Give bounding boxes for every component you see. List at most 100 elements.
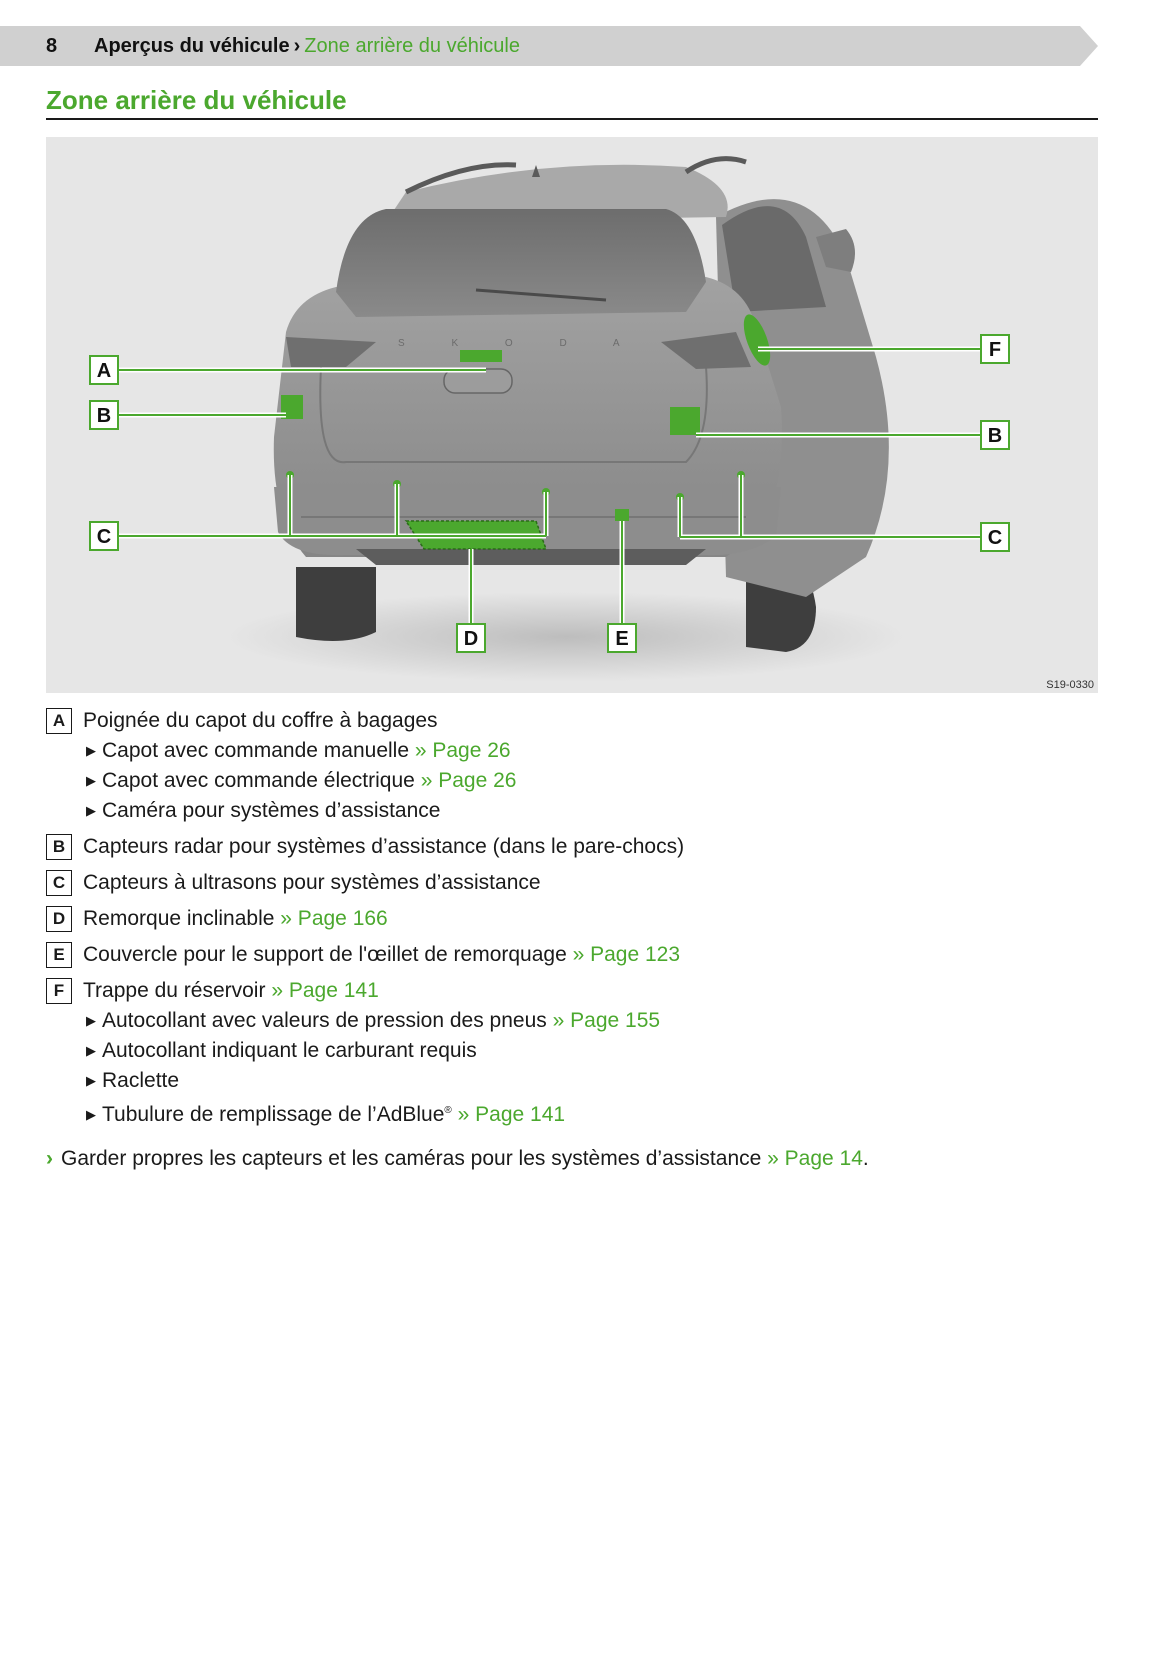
- list-item: ▶ Raclette: [86, 1066, 1098, 1096]
- callout-box: [89, 355, 119, 385]
- breadcrumb-current[interactable]: Zone arrière du véhicule: [304, 35, 520, 57]
- sub-item-text: Autocollant indiquant le carburant requi…: [102, 1039, 477, 1062]
- letter-box: B: [46, 834, 72, 860]
- towing-eye-cover-highlight: [615, 509, 629, 521]
- sub-item-text: Capot avec commande manuelle: [102, 739, 410, 762]
- callout-box: [980, 420, 1010, 450]
- license-plate-recess: [443, 368, 513, 394]
- breadcrumb-separator: ›: [293, 35, 301, 57]
- chevron-right-icon: ›: [46, 1147, 53, 1170]
- roof-rail-left: [404, 162, 517, 195]
- page-number: 8: [46, 35, 58, 57]
- legend-entry-e: E Couvercle pour le support de l'œillet …: [46, 940, 1098, 970]
- radar-left-highlight: [281, 395, 303, 419]
- leader-lines: [118, 348, 981, 624]
- legend-entry-f: F Trappe du réservoir » Page 141 ▶Autoco…: [46, 976, 1098, 1126]
- left-wheel: [296, 567, 376, 641]
- callout-label-e: E: [615, 628, 628, 650]
- rear-diffuser: [356, 549, 706, 565]
- letter-box: F: [46, 978, 72, 1004]
- callout-label-c-left: C: [97, 526, 111, 548]
- sub-item-text: Raclette: [102, 1069, 180, 1092]
- letter-box: A: [46, 708, 72, 734]
- side-mirror: [816, 229, 855, 272]
- page-link[interactable]: » Page 26: [414, 739, 511, 762]
- callout-label-f: F: [989, 339, 1001, 361]
- brand-lettering: S K O D A: [398, 338, 642, 349]
- vehicle-rear-figure: S K O D A: [46, 137, 1098, 693]
- car-roof: [386, 164, 728, 222]
- sub-list: ▶Autocollant avec valeurs de pression de…: [46, 1006, 1098, 1126]
- callout-box: [980, 522, 1010, 552]
- list-item: ▶ Capot avec commande électrique » Page 2…: [86, 766, 1098, 796]
- legend-text: Couvercle pour le support de l'œillet de…: [83, 943, 567, 966]
- legend-text: Trappe du réservoir: [83, 979, 266, 1002]
- rear-window: [336, 209, 706, 317]
- breadcrumb-section[interactable]: Aperçus du véhicule: [94, 35, 290, 57]
- tail-light-left: [286, 337, 376, 367]
- list-item: ▶ Capot avec commande manuelle » Page 26: [86, 736, 1098, 766]
- legend-text: Poignée du capot du coffre à bagages: [83, 709, 438, 732]
- triangle-bullet-icon: ▶: [86, 773, 96, 788]
- ground-shadow: [226, 592, 906, 682]
- note-text: Garder propres les capteurs et les camér…: [61, 1147, 762, 1170]
- legend-text: Remorque inclinable: [83, 907, 275, 930]
- page-link[interactable]: » Page 26: [420, 769, 517, 792]
- sub-list: ▶Capot avec commande manuelle » Page 26 …: [46, 736, 1098, 826]
- triangle-bullet-icon: ▶: [86, 1073, 96, 1088]
- trunk-handle-highlight: [460, 350, 502, 362]
- registered-mark: ®: [444, 1105, 452, 1116]
- letter-box: E: [46, 942, 72, 968]
- fuel-flap-highlight: [743, 314, 771, 366]
- callout-box: [89, 521, 119, 551]
- letter-box: D: [46, 906, 72, 932]
- page-link[interactable]: » Page 155: [552, 1009, 661, 1032]
- list-item: ▶Caméra pour systèmes d’assistance: [86, 796, 1098, 826]
- legend-text: Capteurs radar pour systèmes d’assistanc…: [83, 835, 685, 858]
- rear-wiper: [475, 288, 607, 302]
- tailgate-outline: [319, 366, 708, 464]
- triangle-bullet-icon: ▶: [86, 1013, 96, 1028]
- page-title: Zone arrière du véhicule: [46, 85, 347, 115]
- callout-label-a: A: [97, 360, 111, 382]
- sub-item-text: Capot avec commande électrique: [102, 769, 415, 792]
- list-item: ▶Autocollant avec valeurs de pression de…: [86, 1006, 1098, 1036]
- page-link[interactable]: » Page 14: [767, 1147, 863, 1170]
- callout-box: [980, 334, 1010, 364]
- running-header: 8 Aperçus du véhicule›Zone arrière du véh…: [0, 26, 1098, 66]
- legend-text: Capteurs à ultrasons pour systèmes d’ass…: [83, 871, 541, 894]
- callout-boxes: A B B C C D E F: [89, 334, 1010, 653]
- sub-item-text: Tubulure de remplissage de l’AdBlue: [102, 1103, 445, 1126]
- page-link[interactable]: » Page 141: [457, 1103, 566, 1126]
- legend-entry-a: A Poignée du capot du coffre à bagages ▶…: [46, 706, 1098, 826]
- callout-label-d: D: [464, 628, 478, 650]
- header-band-shape: [0, 26, 1098, 66]
- letter-box: C: [46, 870, 72, 896]
- callout-label-c-right: C: [988, 527, 1002, 549]
- legend-entry-b: B Capteurs radar pour systèmes d’assista…: [46, 832, 1098, 862]
- callout-box: [607, 623, 637, 653]
- callout-label-b-left: B: [97, 405, 111, 427]
- cross-reference-note: › Garder propres les capteurs et les camé…: [46, 1144, 869, 1174]
- list-item: ▶ Autocollant indiquant le carburant requ…: [86, 1036, 1098, 1066]
- roof-rail-right: [684, 156, 747, 175]
- legend-entry-d: D Remorque inclinable » Page 166: [46, 904, 1098, 934]
- figure-legend: A Poignée du capot du coffre à bagages ▶…: [46, 706, 1098, 1126]
- triangle-bullet-icon: ▶: [86, 743, 96, 758]
- car-rear-illustration: S K O D A: [89, 156, 1010, 682]
- triangle-bullet-icon: ▶: [86, 1043, 96, 1058]
- title-divider: [46, 118, 1098, 120]
- triangle-bullet-icon: ▶: [86, 1107, 96, 1122]
- page-link[interactable]: » Page 141: [271, 979, 379, 1002]
- breadcrumb: 8 Aperçus du véhicule›Zone arrière du véh…: [46, 26, 520, 66]
- note-end: .: [862, 1147, 869, 1170]
- antenna: [532, 165, 540, 177]
- figure-code: S19-0330: [1046, 679, 1094, 691]
- side-window: [722, 206, 826, 312]
- page-link[interactable]: » Page 166: [280, 907, 388, 930]
- callout-label-b-right: B: [988, 425, 1002, 447]
- radar-right-highlight: [670, 407, 700, 435]
- legend-entry-c: C Capteurs à ultrasons pour systèmes d’a…: [46, 868, 1098, 898]
- triangle-bullet-icon: ▶: [86, 803, 96, 818]
- page-link[interactable]: » Page 123: [572, 943, 681, 966]
